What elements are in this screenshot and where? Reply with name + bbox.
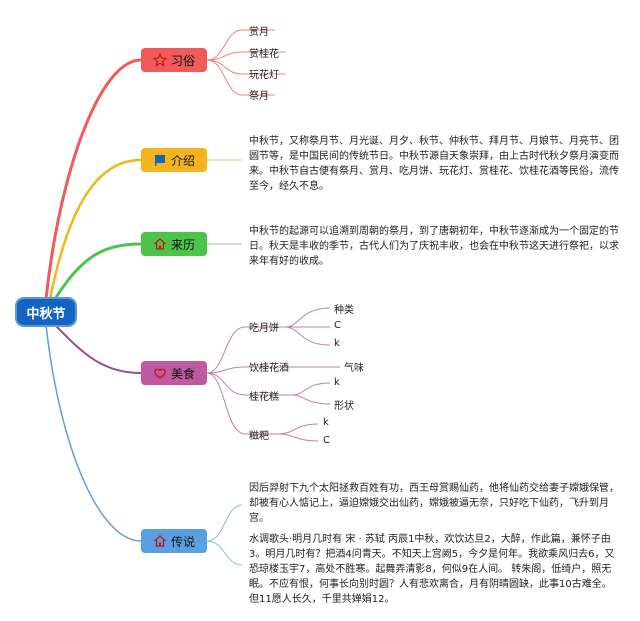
food-leaf-links [206,307,340,442]
home-icon [154,535,166,547]
branch-food[interactable]: 美食 [141,361,207,385]
branch-intro[interactable]: 介绍 [141,148,207,172]
food-item: 糍粑 [249,431,269,442]
branch-legend[interactable]: 传说 [141,529,207,553]
food-subitem: k [323,417,329,428]
customs-item: 赏月 [249,27,269,38]
legend-text-2: 水调歌头·明月几时有 宋 · 苏轼 丙辰1中秋，欢饮达旦2，大醉，作此篇，兼怀子… [249,534,615,605]
food-item: 吃月饼 [249,323,279,334]
legend-text-1: 因后羿射下九个太阳拯救百姓有功，西王母赏赐仙药，他将仙药交给妻子嫦娥保管，却被有… [249,483,619,524]
heart-icon [154,368,166,379]
branch-food-label: 美食 [170,366,195,381]
branch-customs-label: 习俗 [170,53,195,68]
food-item: 饮桂花酒 [249,363,289,374]
food-subitem: 气味 [344,363,364,374]
root-node[interactable]: 中秋节 [17,299,75,325]
food-subitem: k [334,338,340,349]
customs-item: 赏桂花 [249,49,279,60]
food-subitem: C [323,435,330,446]
link-customs [44,58,142,300]
branch-origin-label: 来历 [170,237,195,252]
food-subitem: k [334,377,340,388]
branch-customs[interactable]: 习俗 [141,48,207,72]
legend-leaf-links [206,504,243,566]
link-food [54,324,142,374]
origin-text: 中秋节的起源可以追溯到周朝的祭月，到了唐朝初年，中秋节逐渐成为一个固定的节日。秋… [249,226,619,267]
flag-icon [154,155,165,166]
home-icon [154,238,166,250]
food-subitem: 种类 [334,305,354,316]
intro-text: 中秋节，又称祭月节、月光诞、月夕、秋节、仲秋节、拜月节、月娘节、月亮节、团圆节等… [249,136,619,192]
link-intro [48,158,142,300]
link-origin [53,242,142,300]
food-item: 桂花糕 [249,392,279,403]
branch-legend-label: 传说 [170,534,195,549]
food-subitem: 形状 [334,401,354,412]
branch-origin[interactable]: 来历 [141,232,207,256]
customs-item: 祭月 [249,91,269,102]
star-icon [152,53,167,67]
branch-intro-label: 介绍 [170,153,195,168]
food-subitem: C [334,320,341,331]
link-legend [45,324,142,542]
customs-item: 玩花灯 [249,70,279,81]
customs-leaf-links [206,29,285,96]
